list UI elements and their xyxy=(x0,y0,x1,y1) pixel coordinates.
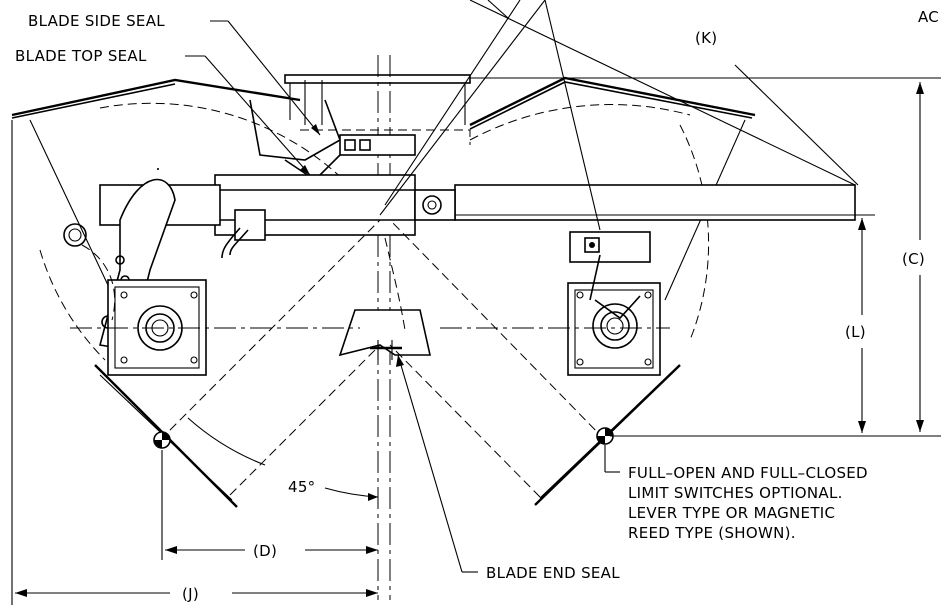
dimension-d xyxy=(161,450,378,560)
right-arm-bar xyxy=(414,184,875,221)
dimension-j xyxy=(11,120,378,605)
dim-d-label: (D) xyxy=(253,542,277,560)
dim-c-label: (C) xyxy=(902,250,925,268)
leader-blade-side-seal xyxy=(210,20,321,136)
limit-note-line2: LIMIT SWITCHES OPTIONAL. xyxy=(628,484,843,502)
dim-k-label: (K) xyxy=(695,29,717,47)
label-blade-top-seal: BLADE TOP SEAL xyxy=(15,47,147,65)
center-end-seal xyxy=(338,309,431,360)
dimension-l xyxy=(660,214,875,433)
dim-j-label: (J) xyxy=(182,585,199,603)
label-blade-side-seal: BLADE SIDE SEAL xyxy=(28,12,165,30)
leader-blade-end-seal xyxy=(396,354,478,573)
angle-dimension xyxy=(187,417,379,501)
leader-limit-switch xyxy=(604,445,620,473)
actuator-cylinder xyxy=(157,168,416,259)
limit-note-line3: LEVER TYPE OR MAGNETIC xyxy=(628,504,835,522)
dimension-c xyxy=(470,77,941,437)
dimension-k xyxy=(469,0,859,186)
leader-blade-top-seal xyxy=(185,55,311,176)
limit-note-line1: FULL–OPEN AND FULL–CLOSED xyxy=(628,464,868,482)
seal-assembly xyxy=(249,99,416,182)
corner-fragment-text: AC xyxy=(918,8,939,26)
left-blade xyxy=(11,78,376,361)
angle-label: 45° xyxy=(288,478,316,496)
limit-note-line4: REED TYPE (SHOWN). xyxy=(628,524,796,542)
dim-l-label: (L) xyxy=(845,323,866,341)
limit-switch xyxy=(569,231,651,301)
right-bearing-flange xyxy=(567,282,661,376)
pivot-marker-icon xyxy=(153,431,171,449)
left-spare-pivot xyxy=(63,223,87,247)
label-blade-end-seal: BLADE END SEAL xyxy=(486,564,620,582)
